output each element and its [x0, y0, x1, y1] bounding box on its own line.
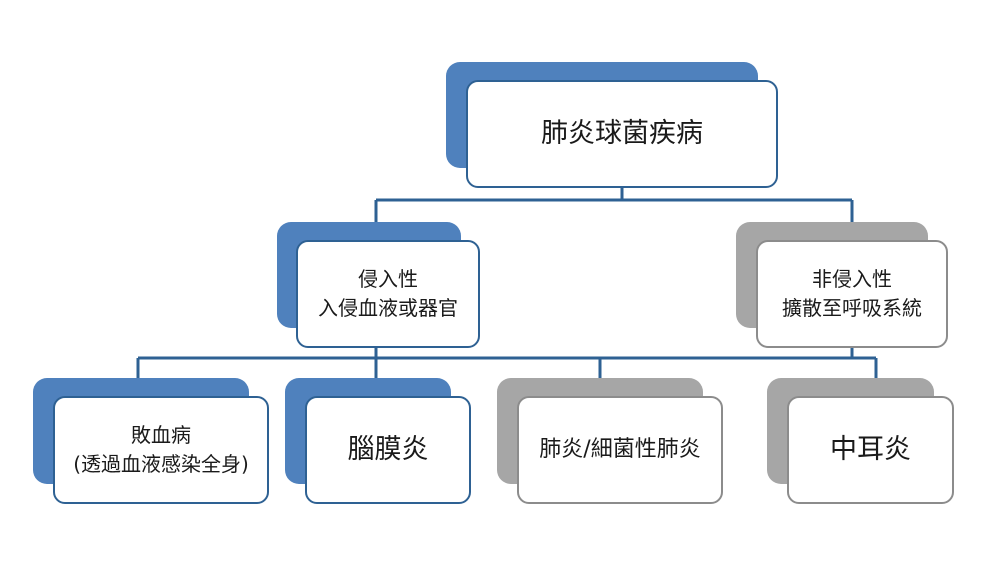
septicemia-node-box: 敗血病 (透過血液感染全身) — [53, 396, 269, 504]
invasive-node-box: 侵入性 入侵血液或器官 — [296, 240, 480, 348]
invasive-node-subtitle: 入侵血液或器官 — [318, 296, 458, 320]
noninvasive-node-box: 非侵入性 擴散至呼吸系統 — [756, 240, 948, 348]
pneumonia-node-box: 肺炎/細菌性肺炎 — [517, 396, 723, 504]
otitis-node-box: 中耳炎 — [787, 396, 954, 504]
otitis-node-label: 中耳炎 — [830, 434, 911, 466]
septicemia-node-subtitle: (透過血液感染全身) — [73, 452, 249, 476]
noninvasive-node-title: 非侵入性 — [812, 267, 892, 291]
root-node-box: 肺炎球菌疾病 — [466, 80, 778, 188]
pneumonia-node-label: 肺炎/細菌性肺炎 — [539, 437, 701, 463]
septicemia-node-title: 敗血病 — [131, 423, 191, 447]
meningitis-node-label: 腦膜炎 — [347, 434, 429, 466]
invasive-node-title: 侵入性 — [358, 267, 418, 291]
meningitis-node-box: 腦膜炎 — [305, 396, 471, 504]
root-node-label: 肺炎球菌疾病 — [541, 118, 703, 150]
noninvasive-node-subtitle: 擴散至呼吸系統 — [782, 296, 922, 320]
